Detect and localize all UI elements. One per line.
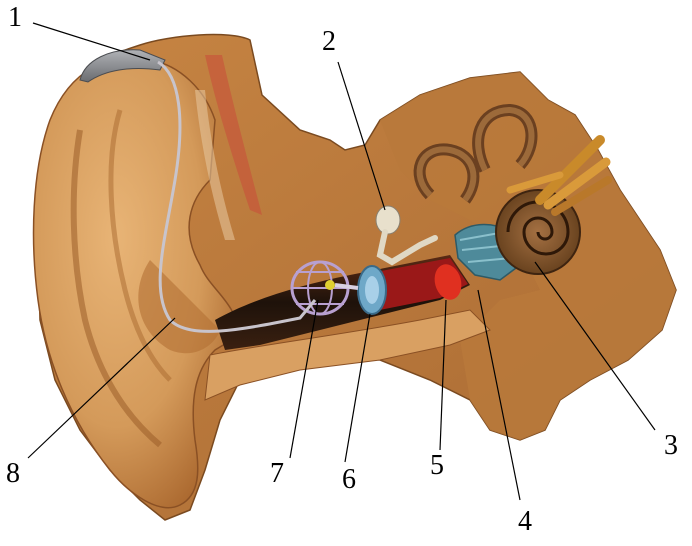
label-8: 8 xyxy=(6,460,20,488)
label-7: 7 xyxy=(270,460,284,488)
label-6: 6 xyxy=(342,466,356,494)
label-3: 3 xyxy=(664,432,678,460)
receiver-speaker xyxy=(358,266,386,314)
label-1: 1 xyxy=(8,4,22,32)
label-4: 4 xyxy=(518,508,532,536)
label-5: 5 xyxy=(430,452,444,480)
label-2: 2 xyxy=(322,28,336,56)
